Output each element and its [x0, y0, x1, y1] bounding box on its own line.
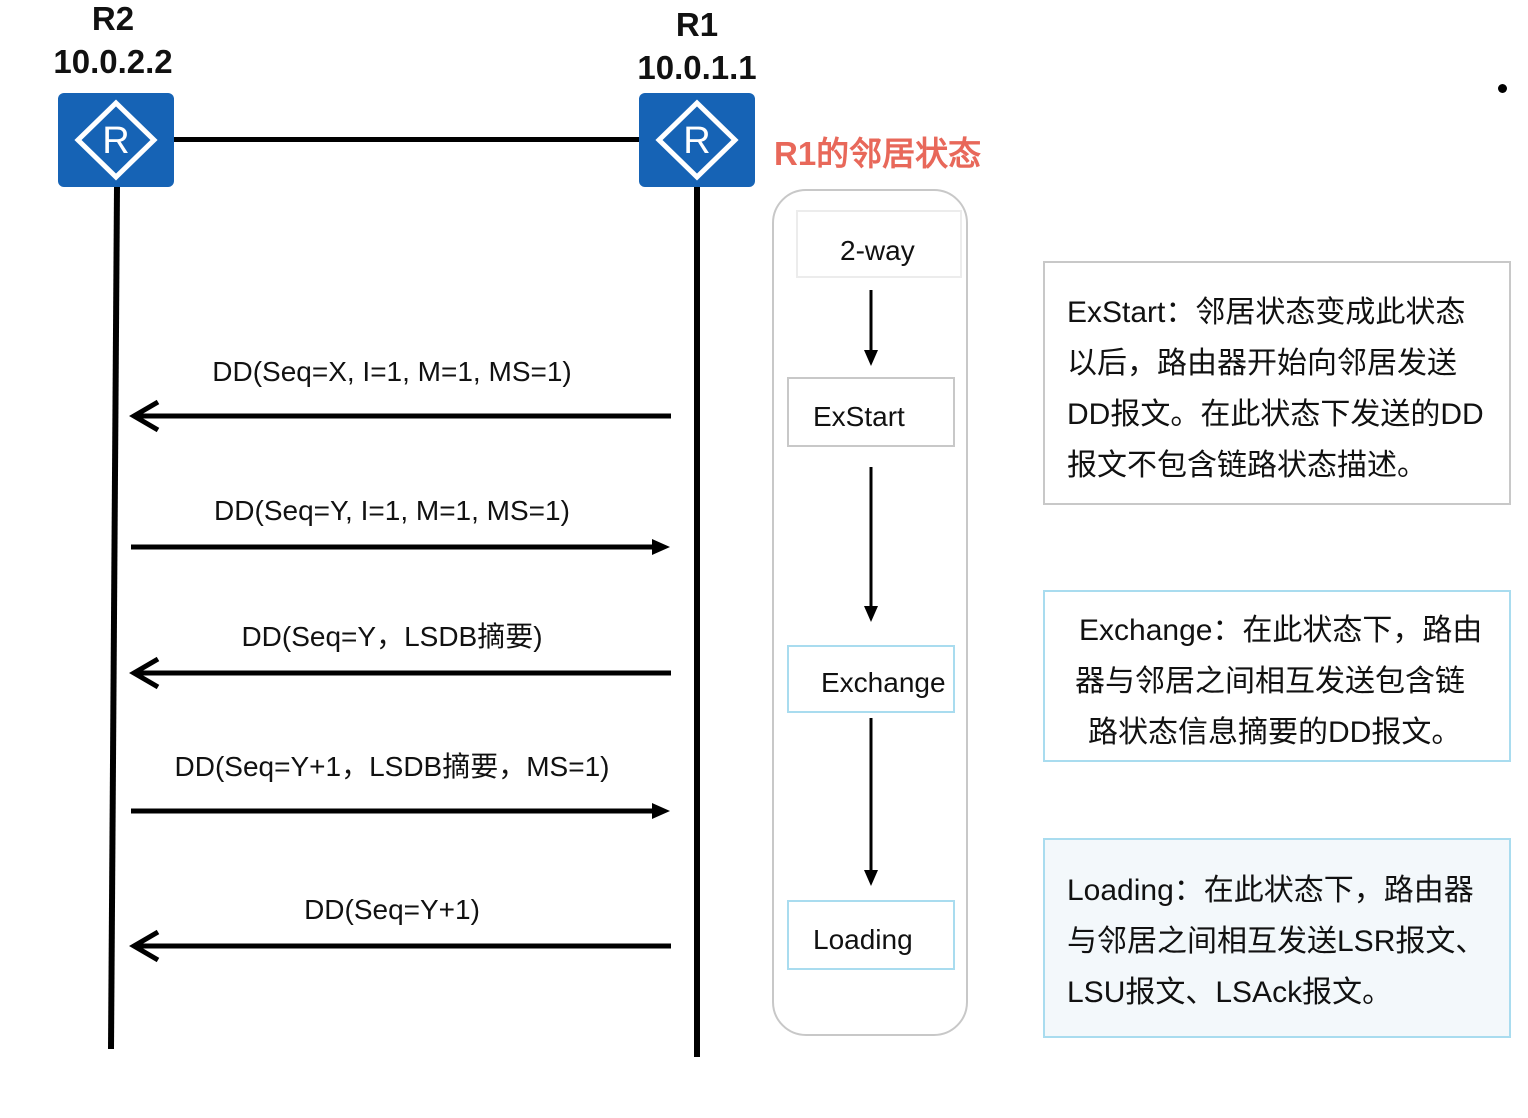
r2-ip: 10.0.2.2 — [53, 42, 173, 80]
flow-arrow-2 — [864, 467, 878, 622]
desc-line: 以后，路由器开始向邻居发送 — [1067, 347, 1457, 380]
message-label-3: DD(Seq=Y，LSDB摘要) — [241, 621, 543, 652]
message-arrows — [129, 399, 671, 963]
message-label-1: DD(Seq=X, I=1, M=1, MS=1) — [212, 356, 572, 387]
states-title: R1的邻居状态 — [774, 135, 982, 172]
desc-line: ExStart：邻居状态变成此状态 — [1067, 296, 1466, 329]
state-exstart-label: ExStart — [813, 401, 905, 432]
r1-ip: 10.0.1.1 — [637, 48, 757, 86]
state-2way: 2-way — [796, 210, 962, 278]
flow-arrow-1 — [864, 290, 878, 366]
state-2way-label: 2-way — [840, 235, 915, 266]
r2-timeline — [108, 186, 120, 1050]
desc-line: Loading：在此状态下，路由器 — [1067, 874, 1474, 907]
desc-line: Exchange：在此状态下，路由 — [1079, 614, 1483, 647]
state-exchange-label: Exchange — [821, 667, 946, 698]
exchange-description-box: Exchange：在此状态下，路由 器与邻居之间相互发送包含链 路状态信息摘要的… — [1043, 590, 1511, 762]
exchange-description: Exchange：在此状态下，路由 器与邻居之间相互发送包含链 路状态信息摘要的… — [1075, 605, 1483, 758]
message-arrow-5 — [129, 929, 671, 963]
timelines — [108, 186, 700, 1057]
router-diamond-icon: R — [74, 99, 158, 181]
desc-line: DD报文。在此状态下发送的DD — [1067, 398, 1484, 431]
message-label-5: DD(Seq=Y+1) — [304, 894, 480, 925]
router-letter: R — [102, 120, 129, 162]
r2-label: R2 10.0.2.2 — [40, 0, 186, 80]
message-arrow-3 — [129, 656, 671, 690]
message-label-2: DD(Seq=Y, I=1, M=1, MS=1) — [214, 495, 570, 526]
bullet-dot — [1498, 84, 1507, 93]
desc-line: 路状态信息摘要的DD报文。 — [1088, 716, 1462, 749]
router-link-line — [174, 137, 639, 142]
message-arrow-2 — [131, 539, 670, 555]
state-flow-container — [772, 189, 968, 1036]
exstart-description-box: ExStart：邻居状态变成此状态 以后，路由器开始向邻居发送 DD报文。在此状… — [1043, 261, 1511, 505]
message-arrow-4 — [131, 803, 670, 819]
state-flow-arrows — [864, 290, 878, 886]
state-exstart: ExStart — [787, 377, 955, 447]
desc-line: 与邻居之间相互发送LSR报文、 — [1067, 925, 1486, 958]
desc-line: 器与邻居之间相互发送包含链 — [1075, 665, 1465, 698]
router-diamond-icon: R — [655, 99, 739, 181]
loading-description-box: Loading：在此状态下，路由器 与邻居之间相互发送LSR报文、 LSU报文、… — [1043, 838, 1511, 1038]
exstart-description: ExStart：邻居状态变成此状态 以后，路由器开始向邻居发送 DD报文。在此状… — [1067, 287, 1484, 491]
message-label-4: DD(Seq=Y+1，LSDB摘要，MS=1) — [174, 751, 610, 782]
desc-line: LSU报文、LSAck报文。 — [1067, 976, 1393, 1009]
r1-label: R1 10.0.1.1 — [624, 6, 770, 86]
r1-router-icon: R — [639, 93, 755, 187]
r1-name: R1 — [675, 6, 719, 43]
state-loading-label: Loading — [813, 924, 913, 955]
loading-description: Loading：在此状态下，路由器 与邻居之间相互发送LSR报文、 LSU报文、… — [1067, 865, 1485, 1018]
state-loading: Loading — [787, 900, 955, 970]
r2-router-icon: R — [58, 93, 174, 187]
message-arrow-1 — [129, 399, 671, 433]
flow-arrow-3 — [864, 718, 878, 886]
router-letter: R — [683, 120, 710, 162]
r2-name: R2 — [91, 0, 135, 37]
desc-line: 报文不包含链路状态描述。 — [1067, 449, 1427, 482]
state-exchange: Exchange — [787, 645, 955, 713]
